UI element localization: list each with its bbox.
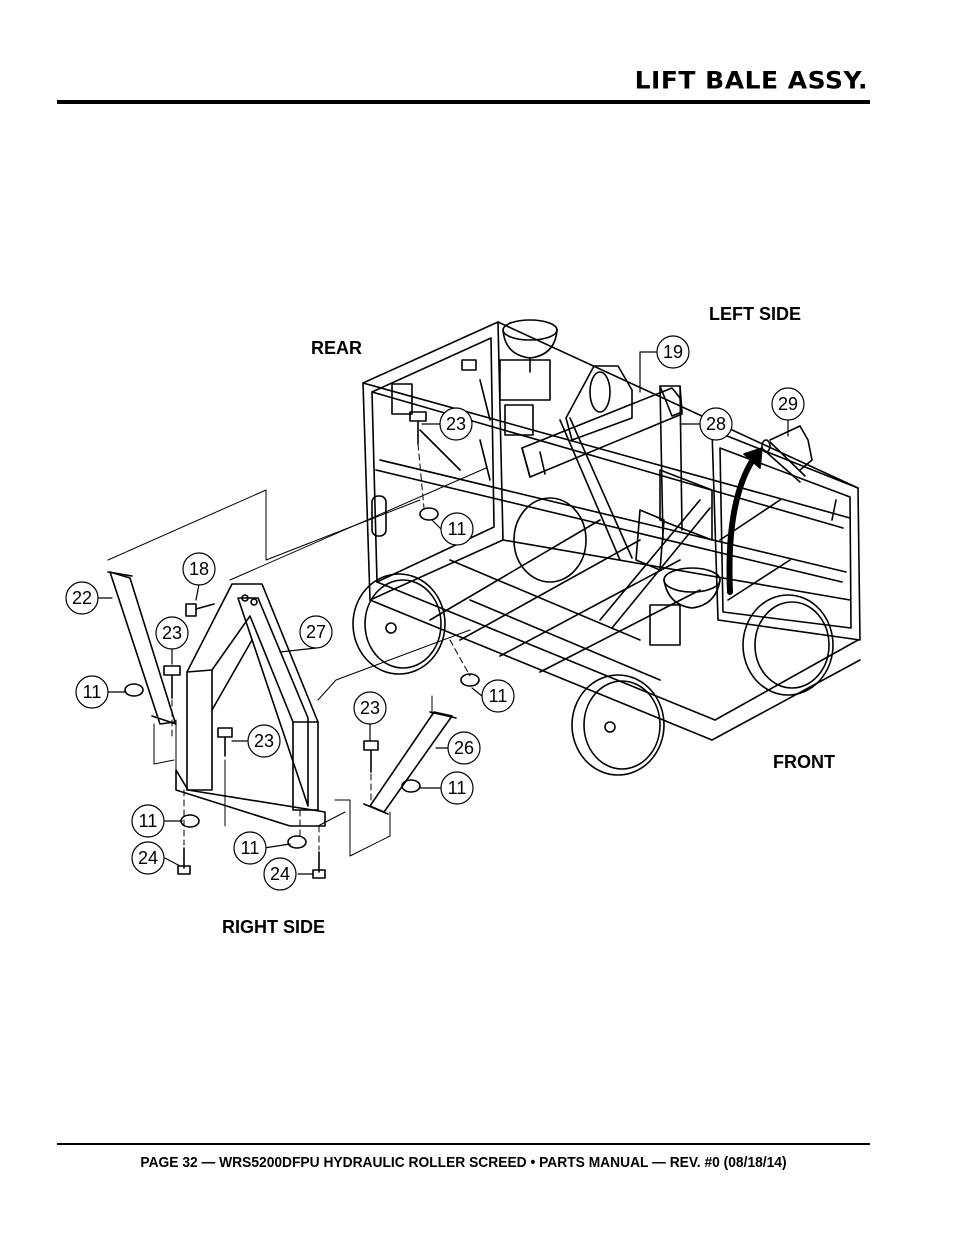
assembly-lines bbox=[107, 467, 487, 857]
callout-11d-text: 11 bbox=[448, 778, 467, 798]
callout-29 bbox=[771, 387, 805, 421]
callout-circles bbox=[65, 335, 805, 891]
callout-numbers: 19 28 29 23 11 18 22 23 27 11 23 11 23 2… bbox=[72, 342, 798, 884]
callout-27 bbox=[299, 615, 333, 649]
callout-18-text: 18 bbox=[189, 559, 209, 579]
tank-top bbox=[502, 319, 558, 373]
callout-11e-text: 11 bbox=[139, 811, 158, 831]
callout-26-text: 26 bbox=[454, 738, 474, 758]
bolts bbox=[163, 411, 427, 879]
page-title: LIFT BALE ASSY. bbox=[634, 66, 868, 95]
page-footer: PAGE 32 — WRS5200DFPU HYDRAULIC ROLLER S… bbox=[140, 1154, 787, 1171]
callout-11a-text: 11 bbox=[448, 519, 467, 539]
callout-23c bbox=[247, 724, 281, 758]
wheel-rear-right bbox=[513, 497, 587, 583]
callout-11f-text: 11 bbox=[241, 838, 260, 858]
callout-23c-text: 23 bbox=[254, 731, 274, 751]
stand-assembly bbox=[175, 583, 326, 827]
callout-11e bbox=[131, 804, 165, 838]
callout-11b-text: 11 bbox=[83, 682, 102, 702]
lock-pin bbox=[761, 425, 813, 483]
callout-11c bbox=[481, 679, 515, 713]
callout-27-text: 27 bbox=[306, 622, 326, 642]
label-front: FRONT bbox=[773, 752, 835, 772]
callout-11b bbox=[75, 675, 109, 709]
callout-19-text: 19 bbox=[663, 342, 683, 362]
callout-19 bbox=[656, 335, 690, 369]
wheel-front-right bbox=[742, 594, 834, 696]
callout-23b-text: 23 bbox=[162, 623, 182, 643]
callout-23d-text: 23 bbox=[360, 698, 380, 718]
direction-arrow bbox=[726, 447, 763, 595]
callout-29-text: 29 bbox=[778, 394, 798, 414]
callout-24b bbox=[263, 857, 297, 891]
callout-11c-text: 11 bbox=[489, 686, 508, 706]
label-rear: REAR bbox=[311, 338, 363, 358]
callout-18 bbox=[182, 552, 216, 586]
label-right-side: RIGHT SIDE bbox=[222, 917, 326, 937]
wheel-rear-left bbox=[352, 573, 446, 675]
callout-24a-text: 24 bbox=[138, 848, 158, 868]
footer-rule bbox=[57, 1143, 870, 1145]
wheel-front-left bbox=[571, 674, 665, 776]
callout-23d bbox=[353, 691, 387, 725]
header-rule bbox=[57, 100, 870, 104]
callout-11f bbox=[233, 831, 267, 865]
label-left-side: LEFT SIDE bbox=[709, 304, 802, 324]
callout-26 bbox=[447, 731, 481, 765]
machine-frame bbox=[362, 321, 861, 741]
callout-24a bbox=[131, 841, 165, 875]
callout-22 bbox=[65, 581, 99, 615]
brace-right bbox=[363, 711, 457, 815]
callout-23a bbox=[439, 407, 473, 441]
callout-28 bbox=[699, 407, 733, 441]
callout-22-text: 22 bbox=[72, 588, 92, 608]
callout-24b-text: 24 bbox=[270, 864, 290, 884]
hydraulic-reservoir bbox=[649, 567, 721, 646]
callout-28-text: 28 bbox=[706, 414, 726, 434]
dashed-centerlines bbox=[171, 443, 471, 851]
callout-11a bbox=[440, 512, 474, 546]
callout-23b bbox=[155, 616, 189, 650]
callout-11d bbox=[440, 771, 474, 805]
callout-23a-text: 23 bbox=[446, 414, 466, 434]
lift-bale-arm bbox=[521, 365, 713, 571]
